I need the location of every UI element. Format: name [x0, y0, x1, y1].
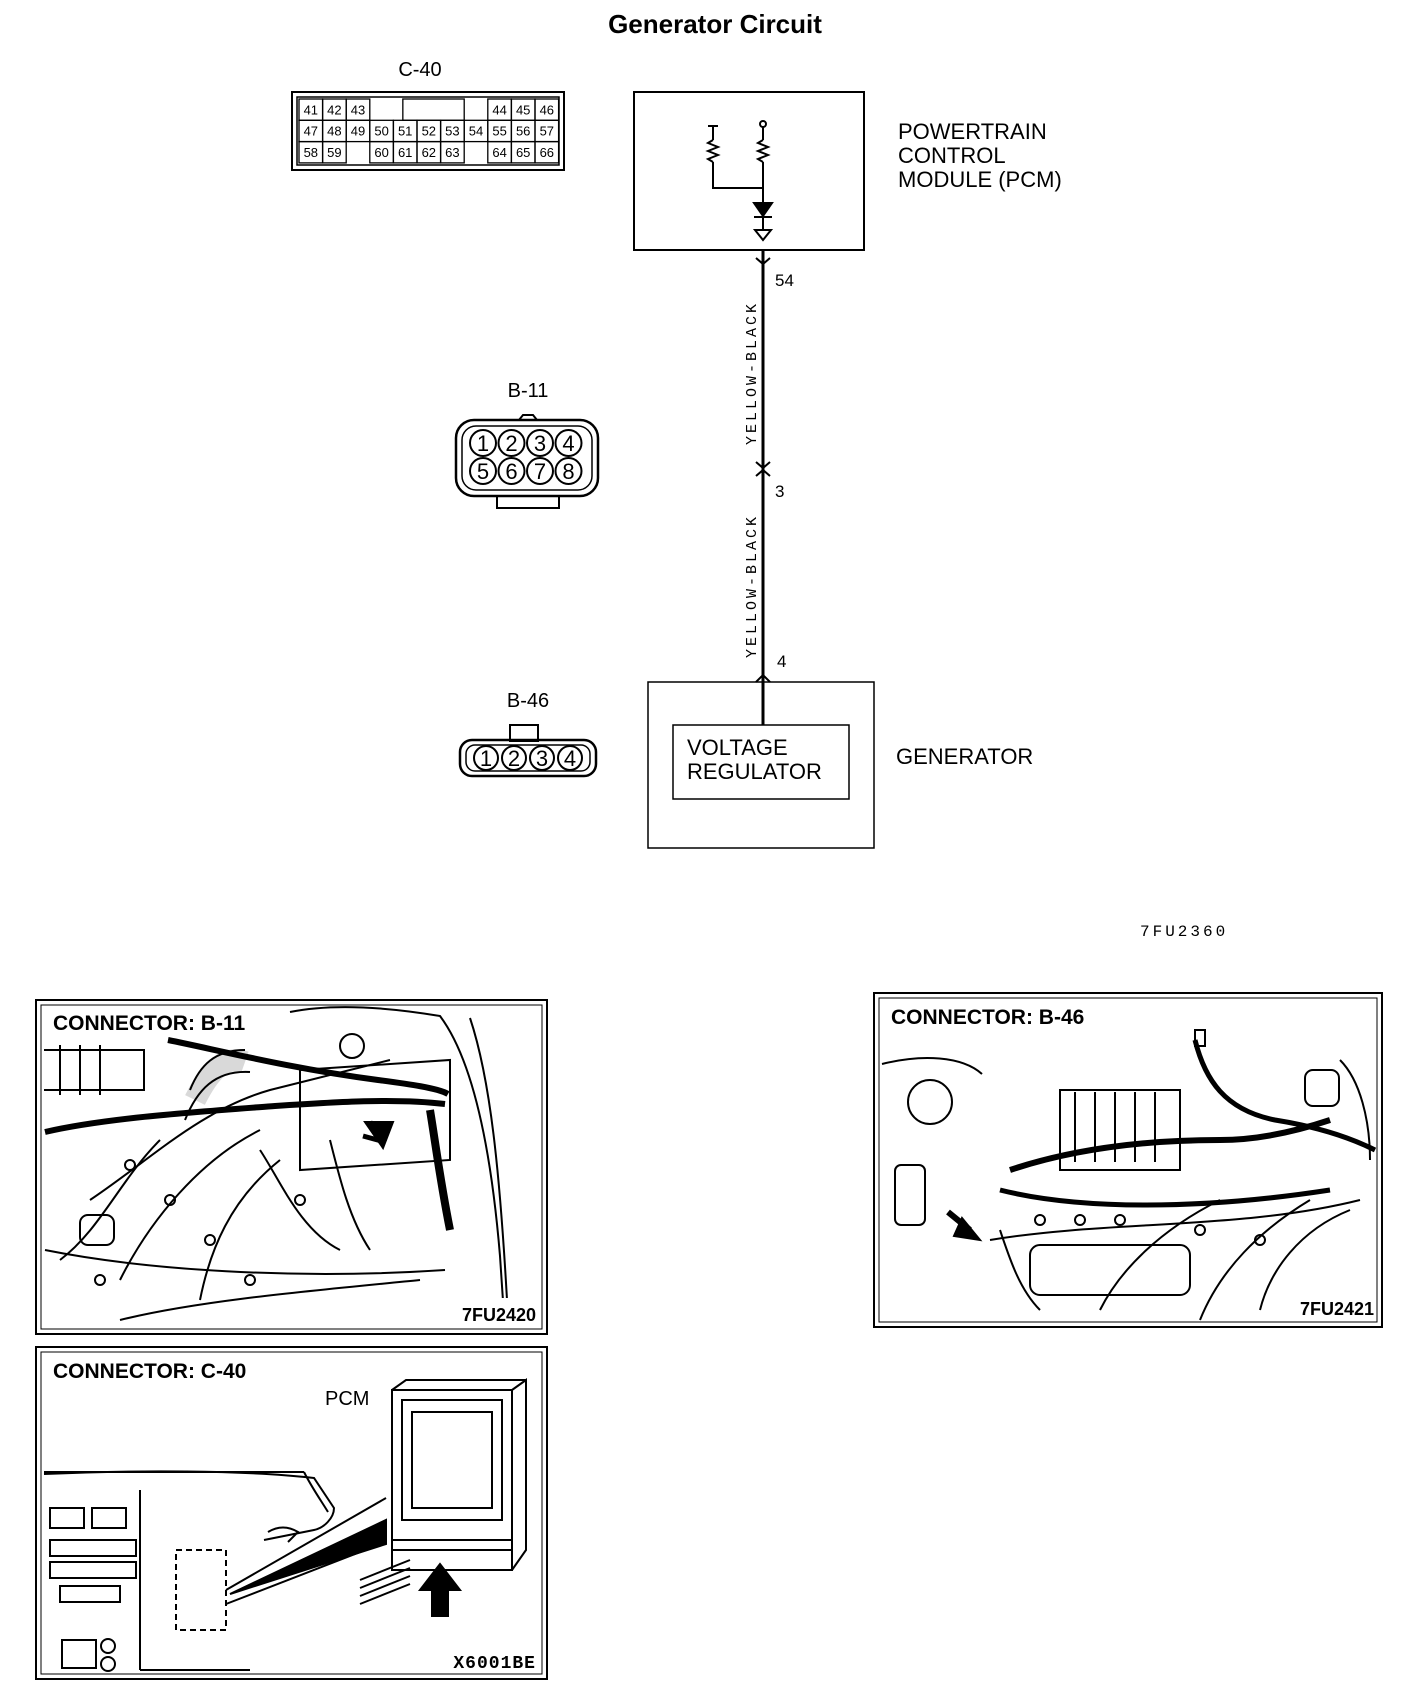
- connector-b11-label: B-11: [508, 380, 549, 402]
- b11-pin-8: 8: [562, 459, 574, 484]
- engine-bay-illustration-b46: [881, 1029, 1377, 1321]
- b11-pin-3: 3: [534, 431, 546, 456]
- b46-pin-4: 4: [564, 746, 576, 771]
- b11-pin-1: 1: [477, 431, 489, 456]
- panel-c40-pcm-label: PCM: [325, 1388, 369, 1410]
- panel-connector-b11: CONNECTOR: B-11 7FU2420: [35, 999, 548, 1335]
- voltage-regulator-line-1: VOLTAGE: [687, 735, 788, 760]
- c40-pin-46: 46: [540, 102, 554, 117]
- voltage-regulator-line-2: REGULATOR: [687, 759, 822, 784]
- c40-pin-56: 56: [516, 124, 530, 139]
- b11-pin-6: 6: [505, 459, 517, 484]
- panel-b11-code: 7FU2420: [462, 1305, 536, 1325]
- engine-bay-illustration-b11: [44, 1006, 509, 1321]
- b46-pin-outline: [501, 745, 527, 771]
- panel-b46-code: 7FU2421: [1300, 1299, 1374, 1319]
- b46-pin-1: 1: [480, 746, 492, 771]
- connector-b46-label: B-46: [507, 690, 549, 712]
- c40-pin-57: 57: [540, 124, 554, 139]
- c40-pin-59: 59: [327, 145, 341, 160]
- b46-pin-outline: [473, 745, 499, 771]
- connector-c40-cells: 41 42 43 44 45 46 47 48 49 50 51 52 53 54 55 56 57 58 59 60…: [298, 98, 560, 164]
- b11-pin-2: 2: [505, 431, 517, 456]
- pin-number-3: 3: [775, 482, 784, 501]
- panel-c40-label: CONNECTOR: C-40: [53, 1360, 246, 1383]
- pcm-label-line-3: MODULE (PCM): [898, 167, 1062, 192]
- c40-pin-52: 52: [422, 124, 436, 139]
- diagram-code: 7FU2360: [1140, 923, 1228, 941]
- b11-pin-4: 4: [562, 431, 574, 456]
- pcm-pin-mark: [755, 257, 771, 266]
- b11-pin-7: 7: [534, 459, 546, 484]
- generator-pin-mark: [755, 673, 771, 683]
- c40-pin-48: 48: [327, 124, 341, 139]
- pcm-label: POWERTRAIN CONTROL MODULE (PCM): [898, 119, 1062, 192]
- c40-pin-58: 58: [304, 145, 318, 160]
- panel-c40-code: X6001BE: [453, 1654, 536, 1674]
- generator-label: GENERATOR: [896, 744, 1033, 769]
- c40-cell: [321, 140, 347, 164]
- b11-pin-mark-upper: [755, 461, 771, 470]
- c40-pin-45: 45: [516, 102, 530, 117]
- c40-pin-61: 61: [398, 145, 412, 160]
- b11-pin-5: 5: [477, 459, 489, 484]
- b46-pin-outline: [557, 745, 583, 771]
- b11-pin-mark-lower: [755, 468, 771, 477]
- c40-pin-44: 44: [492, 102, 506, 117]
- c40-pin-50: 50: [374, 124, 388, 139]
- b46-pin-2: 2: [508, 746, 520, 771]
- c40-pin-63: 63: [445, 145, 459, 160]
- c40-pin-41: 41: [304, 102, 318, 117]
- panel-connector-c40: CONNECTOR: C-40 PCM X6001BE: [35, 1346, 548, 1680]
- c40-pin-66: 66: [540, 145, 554, 160]
- pcm-label-line-1: POWERTRAIN: [898, 119, 1047, 144]
- panel-b46-label: CONNECTOR: B-46: [891, 1006, 1084, 1029]
- b11-pin-outline: [497, 429, 526, 457]
- b11-pin-outline: [554, 457, 583, 485]
- c40-pin-64: 64: [492, 145, 506, 160]
- c40-cell: [439, 140, 465, 164]
- c40-pin-53: 53: [445, 124, 459, 139]
- diagram-title: Generator Circuit: [608, 9, 822, 39]
- c40-pin-60: 60: [374, 145, 388, 160]
- c40-pin-43: 43: [351, 102, 365, 117]
- pin-number-54: 54: [775, 271, 794, 290]
- b11-pin-outline: [497, 457, 526, 485]
- c40-pin-49: 49: [351, 124, 365, 139]
- b11-pin-outline: [469, 429, 497, 457]
- connector-c40: C-40 41 42 43 44 45 46 47 48 49 50 51 52 53 54 55 56 57 5…: [291, 59, 565, 171]
- c40-cell: [534, 140, 560, 164]
- c40-pin-65: 65: [516, 145, 530, 160]
- dashboard-illustration: [43, 1378, 527, 1672]
- b11-pin-outline: [526, 429, 554, 457]
- connector-c40-label: C-40: [398, 59, 441, 81]
- c40-pin-42: 42: [327, 102, 341, 117]
- c40-cell-blank: [402, 98, 465, 121]
- generator-box: VOLTAGE REGULATOR GENERATOR: [647, 681, 1033, 849]
- panel-connector-b46: CONNECTOR: B-46 7FU2421: [873, 992, 1383, 1328]
- signal-wire: 54 3 4 YELLOW-BLACK YELLOW-BLACK: [744, 250, 794, 725]
- c40-pin-54: 54: [469, 124, 483, 139]
- wire-color-upper: YELLOW-BLACK: [744, 301, 761, 445]
- b11-pin-outline: [526, 457, 554, 485]
- pcm-label-line-2: CONTROL: [898, 143, 1006, 168]
- c40-pin-62: 62: [422, 145, 436, 160]
- b46-pin-outline: [529, 745, 555, 771]
- pcm-box: POWERTRAIN CONTROL MODULE (PCM): [633, 91, 1062, 251]
- pin-number-4: 4: [777, 652, 786, 671]
- c40-pin-55: 55: [492, 124, 506, 139]
- b46-pin-3: 3: [536, 746, 548, 771]
- c40-pin-51: 51: [398, 124, 412, 139]
- b11-pin-outline: [469, 457, 497, 485]
- panel-b11-label: CONNECTOR: B-11: [53, 1012, 245, 1035]
- c40-pin-47: 47: [304, 124, 318, 139]
- b11-pin-outline: [554, 429, 583, 457]
- wire-color-lower: YELLOW-BLACK: [744, 514, 761, 658]
- pcm-internal-circuit: [705, 120, 774, 242]
